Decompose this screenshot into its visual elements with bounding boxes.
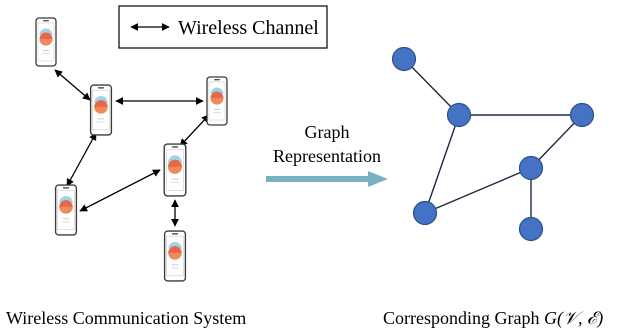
wireless-links [54,69,210,227]
smartphone-icon [163,230,187,282]
caption-left: Wireless Communication System [6,308,246,328]
smartphone-icon [54,184,78,236]
smartphone-icon [163,143,187,197]
graph-node [391,46,417,72]
graph-nodes [391,46,595,242]
graph-edge [403,58,460,116]
graph-edge [424,114,460,214]
legend-label: Wireless Channel [178,17,319,39]
graph-representation-arrow: Graph Representation [266,122,388,187]
graph-node [569,102,595,128]
graph-node [446,102,472,128]
caption-right: Corresponding Graph G(𝒱, ℰ) [383,308,603,329]
arrow-label-line2: Representation [273,146,381,166]
graph-node [412,200,438,226]
wireless-link [79,169,161,212]
arrow-label-line1: Graph [305,122,350,142]
phones [35,17,228,282]
legend: Wireless Channel [118,5,328,49]
caption-right-prefix: Corresponding Graph [383,308,544,328]
wireless-link [66,132,97,187]
smartphone-icon [206,76,228,126]
graph-node [518,155,544,181]
graph-edge [530,114,583,169]
graph-edge [424,167,532,214]
smartphone-icon [35,17,57,67]
arrow-head-icon [368,171,388,187]
caption-right-math: G(𝒱, ℰ) [544,308,603,329]
wireless-link [54,69,91,101]
wireless-link [179,114,210,147]
smartphone-icon [89,84,113,136]
arrow-shaft [266,176,370,182]
graph-node [518,216,544,242]
